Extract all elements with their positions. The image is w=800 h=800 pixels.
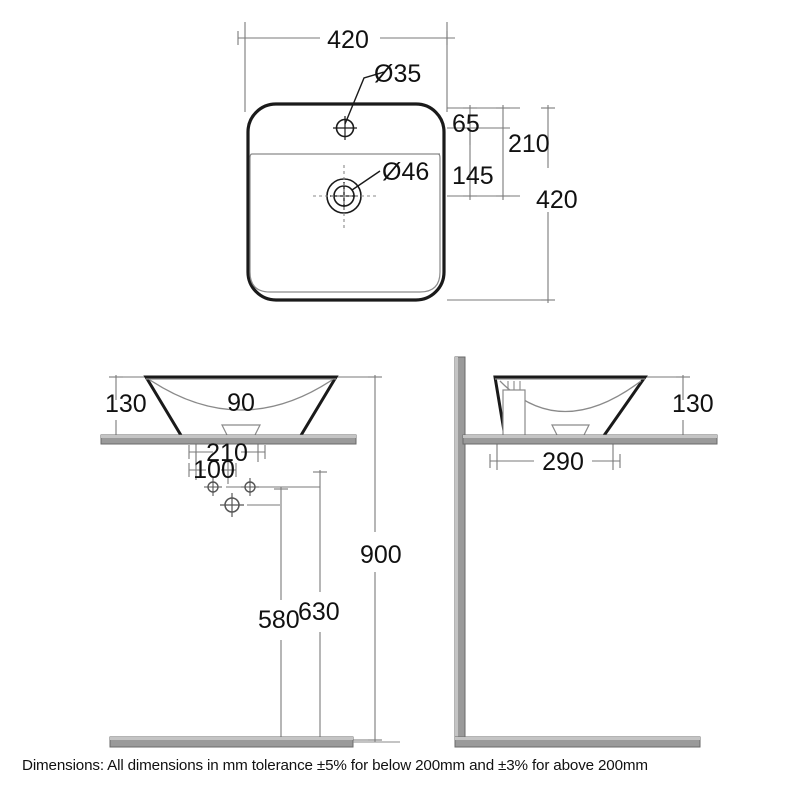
side-tap-block-ribs [507, 381, 521, 390]
side-elevation-view: 130 290 [454, 356, 718, 748]
waste-hole-plan [313, 165, 376, 228]
supply-marker-right [241, 478, 259, 496]
tap-hole-leader [344, 71, 385, 125]
front-900-label: 900 [360, 541, 402, 569]
front-service-markers [204, 478, 259, 517]
supply-marker-left [204, 478, 222, 496]
waste-marker [220, 493, 244, 517]
side-290-label: 290 [542, 448, 584, 476]
plan-depth-label: 420 [536, 186, 578, 214]
plan-width-label: 420 [327, 26, 369, 54]
front-580-label: 580 [258, 606, 300, 634]
tap-hole-plan [333, 116, 357, 140]
front-floor [109, 736, 400, 748]
front-bowl-inner-curve [149, 379, 333, 411]
plan-view: 420 Ø35 Ø46 65 145 210 420 [237, 22, 578, 303]
plan-210-label: 210 [508, 130, 550, 158]
front-elevation-view: 130 90 210 100 580 630 900 [100, 375, 402, 748]
plan-65-label: 65 [452, 110, 480, 138]
side-130-label: 130 [672, 390, 714, 418]
waste-dia-label: Ø46 [382, 158, 429, 186]
front-90-label: 90 [227, 389, 255, 417]
side-wall-floor [454, 356, 701, 748]
plan-dimension-lines [237, 22, 555, 303]
front-210-label: 210 [206, 439, 248, 467]
dimension-tolerance-caption: Dimensions: All dimensions in mm toleran… [22, 757, 648, 774]
front-countertop [100, 434, 357, 445]
plan-145-label: 145 [452, 162, 494, 190]
front-100-label: 100 [193, 456, 235, 484]
side-countertop [462, 434, 718, 445]
front-630-label: 630 [298, 598, 340, 626]
tap-dia-label: Ø35 [374, 60, 421, 88]
front-130-label: 130 [105, 390, 147, 418]
basin-plan-inner-rim [249, 153, 441, 293]
waste-hole-leader [351, 170, 381, 191]
side-tap-block [502, 389, 526, 438]
